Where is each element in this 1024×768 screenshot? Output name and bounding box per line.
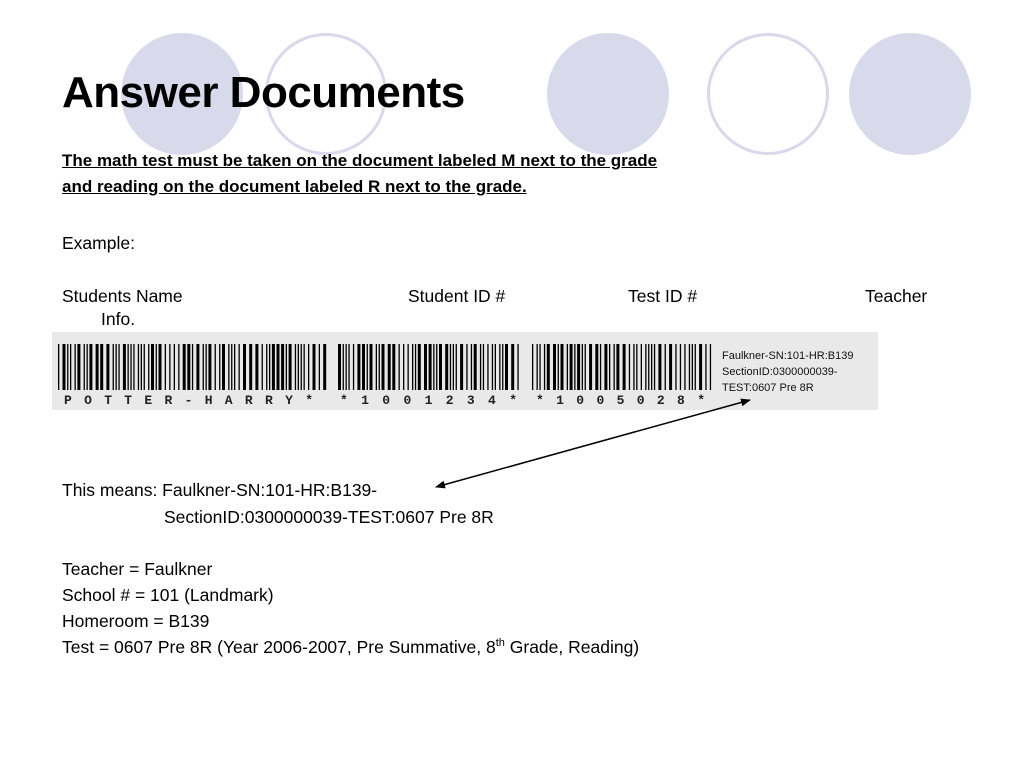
instruction-line-1: The math test must be taken on the docum… bbox=[62, 151, 658, 170]
decorative-circle-3 bbox=[547, 33, 669, 155]
column-student-id: Student ID # bbox=[408, 286, 506, 306]
meaning-line-2: SectionID:0300000039-TEST:0607 Pre 8R bbox=[164, 507, 494, 527]
decorative-ring-2 bbox=[265, 33, 387, 155]
decorative-circle-5 bbox=[849, 33, 971, 155]
column-teacher: Teacher bbox=[865, 286, 928, 306]
detail-test-sup: th bbox=[495, 637, 505, 650]
student-id-barcode bbox=[338, 344, 519, 390]
barcode-name-text: P O T T E R - H A R R Y * bbox=[64, 393, 314, 408]
name-barcode bbox=[58, 344, 327, 390]
example-label: Example: bbox=[62, 233, 135, 253]
instruction-line-2: and reading on the document labeled R ne… bbox=[62, 177, 527, 196]
decorative-ring-4 bbox=[707, 33, 829, 155]
decorative-circle-1 bbox=[121, 33, 243, 155]
barcode-info-line-3: TEST:0607 Pre 8R bbox=[722, 382, 814, 394]
slide-title: Answer Documents bbox=[62, 68, 465, 117]
detail-teacher: Teacher = Faulkner bbox=[62, 559, 213, 579]
detail-school: School # = 101 (Landmark) bbox=[62, 585, 274, 605]
test-id-barcode bbox=[532, 344, 712, 390]
detail-homeroom: Homeroom = B139 bbox=[62, 611, 210, 631]
detail-test: Test = 0607 Pre 8R (Year 2006-2007, Pre … bbox=[62, 637, 639, 658]
barcode-info-line-2: SectionID:0300000039- bbox=[722, 366, 838, 378]
barcode-info-line-1: Faulkner-SN:101-HR:B139 bbox=[722, 350, 853, 362]
meaning-line-1: This means: Faulkner-SN:101-HR:B139- bbox=[62, 480, 378, 500]
column-students-name: Students Name bbox=[62, 286, 183, 306]
column-teacher-info: Info. bbox=[101, 309, 136, 329]
detail-test-suffix: Grade, Reading) bbox=[504, 637, 640, 657]
column-test-id: Test ID # bbox=[628, 286, 698, 306]
detail-test-prefix: Test = 0607 Pre 8R (Year 2006-2007, Pre … bbox=[62, 637, 496, 657]
